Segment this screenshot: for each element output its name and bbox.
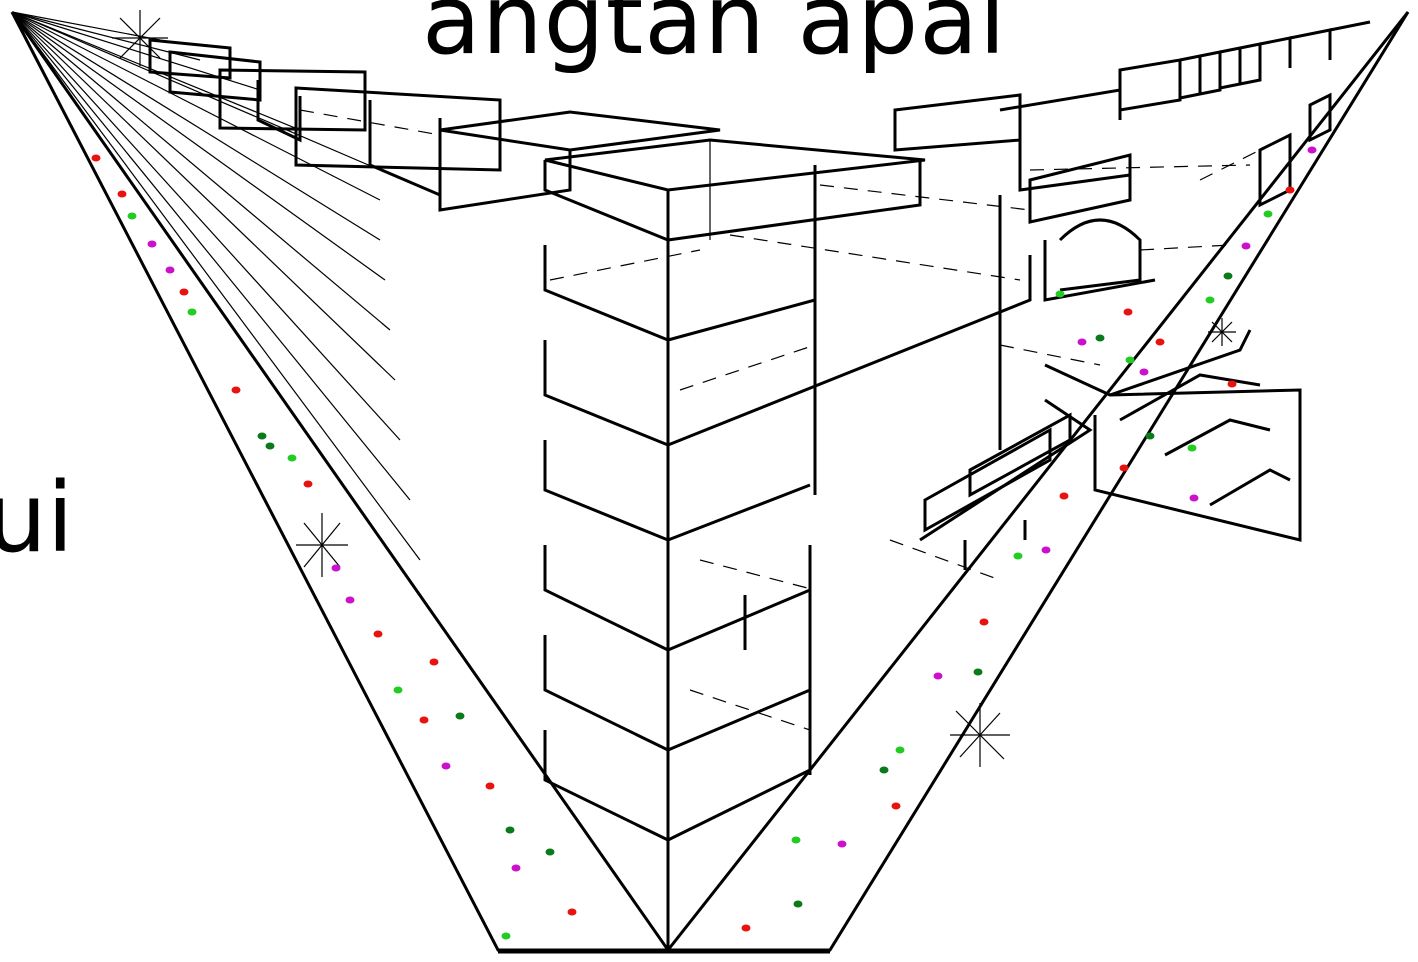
confetti-dot bbox=[1055, 290, 1065, 298]
confetti-dot bbox=[265, 442, 275, 450]
confetti-dot bbox=[419, 716, 429, 724]
confetti-dot bbox=[545, 848, 555, 856]
construction-lines bbox=[549, 139, 1281, 731]
confetti-dot bbox=[485, 782, 495, 790]
confetti-dot bbox=[1205, 296, 1215, 304]
confetti-dot bbox=[1155, 338, 1165, 346]
confetti-dot bbox=[933, 672, 943, 680]
confetti-dot bbox=[257, 432, 267, 440]
confetti-dot bbox=[455, 712, 465, 720]
confetti-dot bbox=[287, 454, 297, 462]
confetti-dot bbox=[303, 480, 313, 488]
left-skyline-blocks bbox=[148, 38, 721, 212]
confetti-dot bbox=[127, 212, 137, 220]
title-fragment: angtan apal bbox=[422, 0, 1007, 76]
confetti-dot bbox=[1263, 210, 1273, 218]
confetti-dot bbox=[791, 836, 801, 844]
confetti-dot bbox=[793, 900, 803, 908]
right-skyline-blocks bbox=[1118, 20, 1371, 208]
confetti-dot bbox=[331, 564, 341, 572]
confetti-dot bbox=[1119, 464, 1129, 472]
corner-tower bbox=[543, 138, 1032, 950]
confetti-dot bbox=[741, 924, 751, 932]
confetti-dot bbox=[1285, 186, 1295, 194]
confetti-dot bbox=[1123, 308, 1133, 316]
confetti-dot bbox=[1139, 368, 1149, 376]
confetti-dot bbox=[429, 658, 439, 666]
confetti-dot bbox=[1227, 380, 1237, 388]
confetti-dot bbox=[441, 762, 451, 770]
confetti-dot bbox=[393, 686, 403, 694]
left-text-fragment: ui bbox=[0, 462, 74, 574]
confetti-dot bbox=[1145, 432, 1155, 440]
confetti-dot bbox=[891, 802, 901, 810]
confetti-dot bbox=[567, 908, 577, 916]
confetti-dot bbox=[1125, 356, 1135, 364]
confetti-dot bbox=[973, 668, 983, 676]
confetti-dot bbox=[147, 240, 157, 248]
street-confetti-dots bbox=[91, 146, 1317, 940]
confetti-dot bbox=[165, 266, 175, 274]
confetti-dot bbox=[1307, 146, 1317, 154]
confetti-dot bbox=[511, 864, 521, 872]
confetti-dot bbox=[895, 746, 905, 754]
confetti-dot bbox=[837, 840, 847, 848]
confetti-dot bbox=[1241, 242, 1251, 250]
confetti-dot bbox=[91, 154, 101, 162]
confetti-dot bbox=[1041, 546, 1051, 554]
confetti-dot bbox=[1223, 272, 1233, 280]
confetti-dot bbox=[1059, 492, 1069, 500]
confetti-dot bbox=[345, 596, 355, 604]
confetti-dot bbox=[117, 190, 127, 198]
confetti-dot bbox=[501, 932, 511, 940]
confetti-dot bbox=[505, 826, 515, 834]
confetti-dot bbox=[879, 766, 889, 774]
confetti-dot bbox=[1095, 334, 1105, 342]
confetti-dot bbox=[179, 288, 189, 296]
sparkle-marks bbox=[112, 10, 1236, 767]
confetti-dot bbox=[1187, 444, 1197, 452]
confetti-dot bbox=[187, 308, 197, 316]
confetti-dot bbox=[1077, 338, 1087, 346]
confetti-dot bbox=[979, 618, 989, 626]
confetti-dot bbox=[1013, 552, 1023, 560]
left-vanishing-rays bbox=[11, 11, 421, 561]
confetti-dot bbox=[373, 630, 383, 638]
confetti-dot bbox=[231, 386, 241, 394]
confetti-dot bbox=[1189, 494, 1199, 502]
